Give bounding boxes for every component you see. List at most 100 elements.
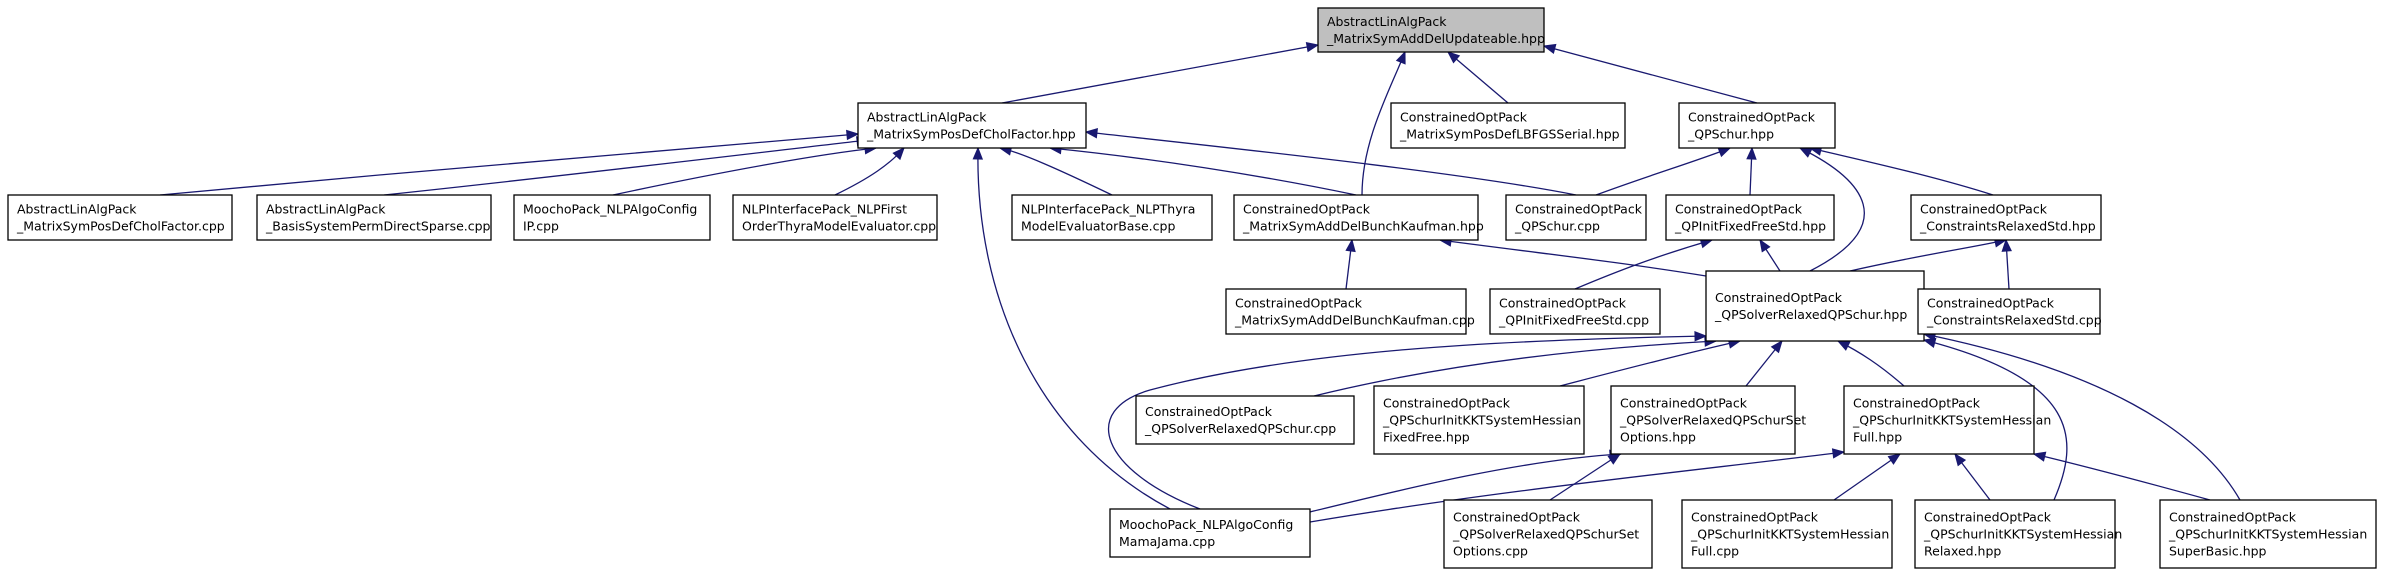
edge-n21-to-n20: [1309, 448, 1846, 523]
node-label-line: ConstrainedOptPack: [1691, 510, 1819, 525]
node-box: [1390, 102, 1626, 149]
edge-line: [1799, 147, 1865, 272]
node-box: [857, 102, 1087, 149]
edge-n24-to-n20: [1954, 452, 1991, 501]
arrowhead: [1798, 147, 1813, 158]
edge-n10-to-n1: [1084, 128, 1577, 196]
edge-line: [1837, 340, 1905, 387]
graph-node[interactable]: ConstrainedOptPack_QPSolverRelaxedQPSchu…: [1135, 395, 1355, 445]
graph-node[interactable]: ConstrainedOptPack_ConstraintsRelaxedStd…: [1917, 288, 2102, 335]
arrowhead: [1542, 43, 1557, 55]
node-box: [1489, 288, 1661, 335]
graph-node[interactable]: ConstrainedOptPack_MatrixSymAddDelBunchK…: [1225, 288, 1475, 335]
edge-line: [999, 147, 1113, 196]
edge-line: [1361, 51, 1406, 196]
edge-n20-to-n15: [1836, 340, 1905, 387]
edge-line: [1447, 51, 1509, 104]
graph-node[interactable]: ConstrainedOptPack_QPSolverRelaxedQPSchu…: [1705, 270, 1925, 342]
edge-line: [1309, 453, 1622, 513]
graph-node[interactable]: ConstrainedOptPack_MatrixSymAddDelBunchK…: [1233, 194, 1484, 241]
node-label-line: _QPSchur.hpp: [1687, 127, 1774, 142]
node-box: [1109, 508, 1311, 558]
edge-line: [1001, 44, 1319, 104]
arrowhead: [1446, 51, 1461, 64]
edge-n1-to-n0: [1001, 41, 1320, 104]
node-label-line: AbstractLinAlgPack: [867, 110, 987, 125]
edge-n15-to-n11: [1759, 238, 1781, 272]
edge-n15-to-n9: [1438, 236, 1707, 277]
graph-node[interactable]: ConstrainedOptPack_QPSchurInitKKTSystemH…: [1373, 385, 1585, 455]
arrowhead: [1607, 453, 1622, 465]
edge-n2-to-n0: [1446, 51, 1509, 104]
graph-node[interactable]: NLPInterfacePack_NLPThyraModelEvaluatorB…: [1011, 194, 1213, 241]
arrowhead: [1836, 340, 1851, 351]
graph-node[interactable]: ConstrainedOptPack_MatrixSymPosDefLBFGSS…: [1390, 102, 1626, 149]
graph-node[interactable]: ConstrainedOptPack_QPSolverRelaxedQPSchu…: [1443, 499, 1653, 569]
nodes-layer: AbstractLinAlgPack_MatrixSymAddDelUpdate…: [7, 7, 2377, 569]
node-label-line: _QPSolverRelaxedQPSchurSet: [1619, 413, 1806, 428]
graph-node[interactable]: AbstractLinAlgPack _MatrixSymPosDefCholFa…: [857, 102, 1087, 149]
arrowhead: [1887, 453, 1902, 465]
node-label-line: _MatrixSymPosDefCholFactor.hpp: [866, 127, 1076, 142]
node-label-line: _QPSchurInitKKTSystemHessian: [1852, 413, 2051, 428]
graph-node[interactable]: ConstrainedOptPack _QPSchur.hpp: [1678, 102, 1836, 149]
edge-line: [1809, 147, 1994, 196]
edge-line: [1559, 340, 1741, 387]
node-label-line: _QPSchurInitKKTSystemHessian: [2168, 527, 2367, 542]
node-box: [1910, 194, 2102, 241]
graph-node[interactable]: ConstrainedOptPack_QPInitFixedFreeStd.cp…: [1489, 288, 1661, 335]
edge-line: [1595, 147, 1731, 196]
node-label-line: ConstrainedOptPack: [1688, 110, 1816, 125]
edge-n13-to-n9: [1345, 238, 1356, 290]
edge-n21-to-n1: [972, 146, 1171, 510]
edge-line: [977, 147, 1171, 510]
node-box: [1011, 194, 1213, 241]
edge-n15-to-n3: [1798, 147, 1865, 272]
arrowhead: [1746, 146, 1757, 160]
graph-node[interactable]: NLPInterfacePack_NLPFirstOrderThyraModel…: [732, 194, 938, 241]
graph-node[interactable]: ConstrainedOptPack_QPInitFixedFreeStd.hp…: [1665, 194, 1835, 241]
node-label-line: Full.cpp: [1691, 544, 1739, 559]
node-box: [513, 194, 711, 241]
node-label-line: AbstractLinAlgPack: [17, 202, 137, 217]
node-label-line: _QPSchurInitKKTSystemHessian: [1382, 413, 1581, 428]
node-label-line: ConstrainedOptPack: [1620, 396, 1748, 411]
node-label-line: Options.hpp: [1620, 430, 1696, 445]
edge-line: [1549, 453, 1621, 501]
node-label-line: _QPSchurInitKKTSystemHessian: [1923, 527, 2122, 542]
arrowhead: [972, 146, 984, 160]
node-label-line: _BasisSystemPermDirectSparse.cpp: [265, 219, 491, 234]
node-label-line: AbstractLinAlgPack: [1327, 14, 1447, 29]
graph-node[interactable]: ConstrainedOptPack_QPSchur.cpp: [1505, 194, 1647, 241]
node-label-line: NLPInterfacePack_NLPThyra: [1021, 202, 1195, 217]
node-label-line: _QPSolverRelaxedQPSchur.hpp: [1714, 307, 1907, 322]
node-label-line: ModelEvaluatorBase.cpp: [1021, 219, 1175, 234]
graph-node[interactable]: ConstrainedOptPack _QPSolverRelaxedQPSchu…: [1610, 385, 1806, 455]
edge-n18-to-n15: [1559, 338, 1742, 387]
graph-node[interactable]: ConstrainedOptPack_QPSchurInitKKTSystemH…: [1914, 499, 2122, 569]
edge-n19-to-n15: [1745, 339, 1783, 387]
node-label-line: _QPInitFixedFreeStd.hpp: [1674, 219, 1826, 234]
node-label-line: MoochoPack_NLPAlgoConfig: [1119, 517, 1293, 532]
arrowhead: [1694, 330, 1708, 342]
edge-line: [612, 147, 877, 196]
graph-node[interactable]: AbstractLinAlgPack_MatrixSymPosDefCholFa…: [7, 194, 233, 241]
edge-line: [1923, 333, 2241, 501]
node-label-line: AbstractLinAlgPack: [266, 202, 386, 217]
node-label-line: NLPInterfacePack_NLPFirst: [742, 202, 907, 217]
node-label-line: ConstrainedOptPack: [1853, 396, 1981, 411]
graph-node[interactable]: ConstrainedOptPack _QPSchurInitKKTSystemH…: [1681, 499, 1893, 569]
edge-n4-to-n1: [159, 129, 860, 196]
edge-n5-to-n1: [383, 136, 870, 196]
node-label-line: _QPSchurInitKKTSystemHessian: [1690, 527, 1889, 542]
node-label-line: MamaJama.cpp: [1119, 534, 1215, 549]
node-label-line: ConstrainedOptPack: [1400, 110, 1528, 125]
graph-node[interactable]: ConstrainedOptPack _QPSchurInitKKTSystemH…: [1843, 385, 2051, 455]
graph-node[interactable]: ConstrainedOptPack_QPSchurInitKKTSystemH…: [2159, 499, 2377, 569]
arrowhead: [1759, 238, 1771, 253]
graph-node[interactable]: AbstractLinAlgPack _BasisSystemPermDirect…: [256, 194, 492, 241]
graph-node[interactable]: ConstrainedOptPack_ConstraintsRelaxedStd…: [1910, 194, 2102, 241]
edge-line: [1833, 453, 1901, 501]
